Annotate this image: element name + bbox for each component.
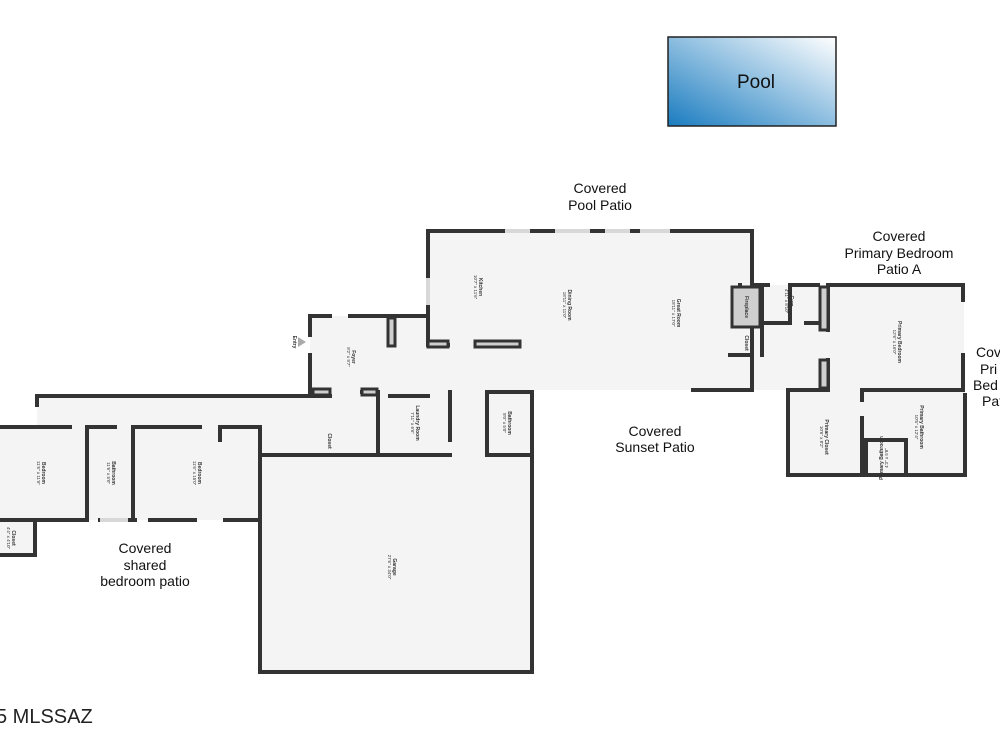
room-closet: Closet	[743, 335, 749, 351]
fixtures	[298, 285, 830, 397]
shared-patio-label-1: Covered	[119, 540, 172, 556]
watermark: 5 MLSSAZ	[0, 706, 93, 728]
svg-text:12'6" x 16'0": 12'6" x 16'0"	[892, 330, 897, 355]
svg-text:4'3" x 5'8": 4'3" x 5'8"	[884, 448, 889, 468]
svg-text:Entry: Entry	[291, 336, 297, 349]
pool: Pool	[667, 36, 837, 127]
primary-patio-a-label-1: Covered	[873, 228, 926, 244]
room-closet-hall: Closet	[326, 433, 332, 449]
svg-text:Bedroom: Bedroom	[40, 462, 46, 485]
pool-patio-label-2: Pool Patio	[568, 197, 632, 213]
svg-text:Foyer: Foyer	[350, 350, 356, 364]
svg-text:10'6" x 8'2": 10'6" x 8'2"	[819, 426, 824, 449]
sunset-patio-label-2: Sunset Patio	[615, 439, 695, 455]
primary-patio-a-label-2: Primary Bedroom	[845, 245, 954, 261]
walls	[0, 229, 967, 674]
svg-text:Primary Bathroom: Primary Bathroom	[879, 436, 885, 480]
primary-patio-b-label-4: Pat	[982, 393, 1000, 409]
floor-fill	[0, 231, 965, 672]
svg-text:27'6" x 34'0": 27'6" x 34'0"	[387, 555, 392, 580]
svg-text:Garage: Garage	[391, 558, 397, 575]
svg-text:7'11" x 6'6": 7'11" x 6'6"	[410, 412, 415, 434]
svg-text:11'6" x 5'0": 11'6" x 5'0"	[106, 462, 111, 484]
primary-patio-b-label-2: Pri	[980, 361, 997, 377]
svg-text:Gym: Gym	[788, 295, 794, 307]
svg-text:8'0" x 5'0": 8'0" x 5'0"	[502, 413, 507, 433]
svg-text:18'11" x 11'0": 18'11" x 11'0"	[562, 292, 567, 319]
primary-patio-a-label-3: Patio A	[877, 261, 922, 277]
svg-text:Bathroom: Bathroom	[110, 461, 116, 485]
sunset-patio-label-1: Covered	[629, 423, 682, 439]
primary-patio-b-label-3: Bed	[973, 377, 998, 393]
svg-text:10'7" x 11'6": 10'7" x 11'6"	[473, 275, 478, 300]
svg-text:Closet: Closet	[326, 433, 332, 449]
svg-text:Bedroom: Bedroom	[196, 462, 202, 485]
svg-text:11'6" x 11'6": 11'6" x 11'6"	[36, 461, 41, 485]
svg-text:11'6" x 15'0": 11'6" x 15'0"	[192, 461, 197, 486]
shared-patio-label-3: bedroom patio	[100, 573, 190, 589]
svg-text:Laundry Room: Laundry Room	[414, 405, 420, 441]
shared-patio-label-2: shared	[124, 557, 167, 573]
primary-patio-b-label-1: Cov	[976, 344, 1000, 360]
svg-text:Dining Room: Dining Room	[566, 289, 572, 321]
svg-text:4'4" x 4'10": 4'4" x 4'10"	[6, 527, 11, 550]
svg-text:9'2" x 9'7": 9'2" x 9'7"	[346, 347, 351, 367]
svg-text:Primary Bedroom: Primary Bedroom	[896, 321, 902, 364]
svg-text:10'5" x 12'4": 10'5" x 12'4"	[914, 415, 919, 440]
room-entry: Entry	[291, 336, 297, 349]
room-fireplace: Fireplace	[743, 296, 749, 318]
entry-arrow-icon	[298, 337, 306, 347]
svg-text:Great Room: Great Room	[675, 299, 681, 328]
svg-text:Fireplace: Fireplace	[743, 296, 749, 318]
svg-text:Closet: Closet	[10, 530, 16, 546]
pool-label: Pool	[737, 72, 775, 93]
svg-text:4'11" x 8'10": 4'11" x 8'10"	[784, 289, 789, 314]
svg-text:Closet: Closet	[743, 335, 749, 351]
svg-text:Primary Closet: Primary Closet	[823, 419, 829, 455]
pool-patio-label-1: Covered	[574, 180, 627, 196]
svg-text:Primary Bathroom: Primary Bathroom	[918, 405, 924, 449]
svg-text:18'11" x 17'0": 18'11" x 17'0"	[671, 300, 676, 327]
svg-text:Bathroom: Bathroom	[506, 411, 512, 435]
outdoor-labels: Covered Pool Patio Covered Primary Bedro…	[100, 180, 1000, 589]
svg-text:Kitchen: Kitchen	[477, 278, 483, 296]
